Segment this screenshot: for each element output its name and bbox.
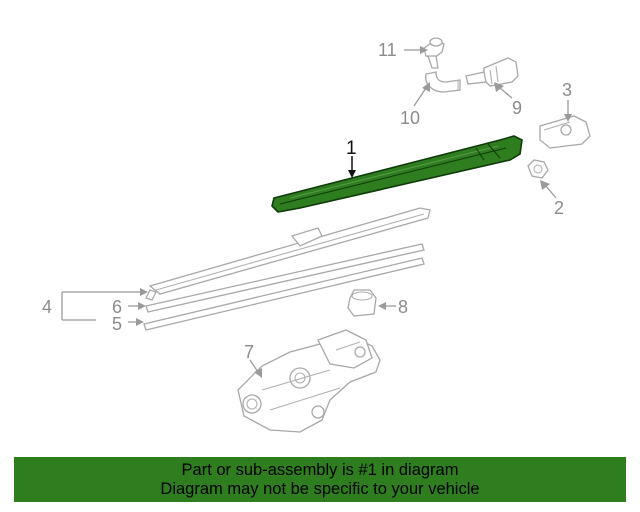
diagram-notice-banner: Part or sub-assembly is #1 in diagram Di…	[14, 457, 626, 502]
part-8-grommet[interactable]	[347, 289, 377, 317]
part-4-wiper-blade[interactable]	[145, 207, 431, 301]
part-9-washer-nozzle[interactable]	[465, 57, 519, 87]
callout-11: 11	[378, 40, 397, 60]
callout-3: 3	[562, 80, 572, 100]
parts-diagram: 11 10 9 3 2 1 4 6 5 8 7	[42, 37, 591, 433]
callout-4: 4	[42, 297, 52, 317]
part-10-hose[interactable]	[425, 71, 461, 93]
notice-line-2: Diagram may not be specific to your vehi…	[160, 480, 480, 498]
part-6-blade-refill[interactable]	[145, 243, 425, 313]
notice-line-1: Part or sub-assembly is #1 in diagram	[181, 461, 459, 479]
part-5-blade-insert[interactable]	[143, 257, 425, 331]
callout-1: 1	[346, 138, 357, 159]
part-2-nut[interactable]	[527, 159, 549, 179]
part-1-wiper-arm[interactable]	[271, 135, 523, 213]
callout-8: 8	[398, 297, 408, 317]
callout-7: 7	[244, 342, 254, 362]
callout-6: 6	[112, 297, 122, 317]
leader-lines	[61, 46, 572, 378]
callout-9: 9	[512, 98, 522, 118]
callout-2: 2	[554, 198, 564, 218]
callout-5: 5	[112, 314, 122, 334]
callout-labels: 11 10 9 3 2 1 4 6 5 8 7	[42, 40, 572, 362]
part-3-arm-cap[interactable]	[539, 115, 591, 149]
callout-10: 10	[400, 108, 420, 128]
part-7-wiper-motor[interactable]	[237, 329, 381, 433]
part-11-hose-connector[interactable]	[423, 37, 445, 69]
